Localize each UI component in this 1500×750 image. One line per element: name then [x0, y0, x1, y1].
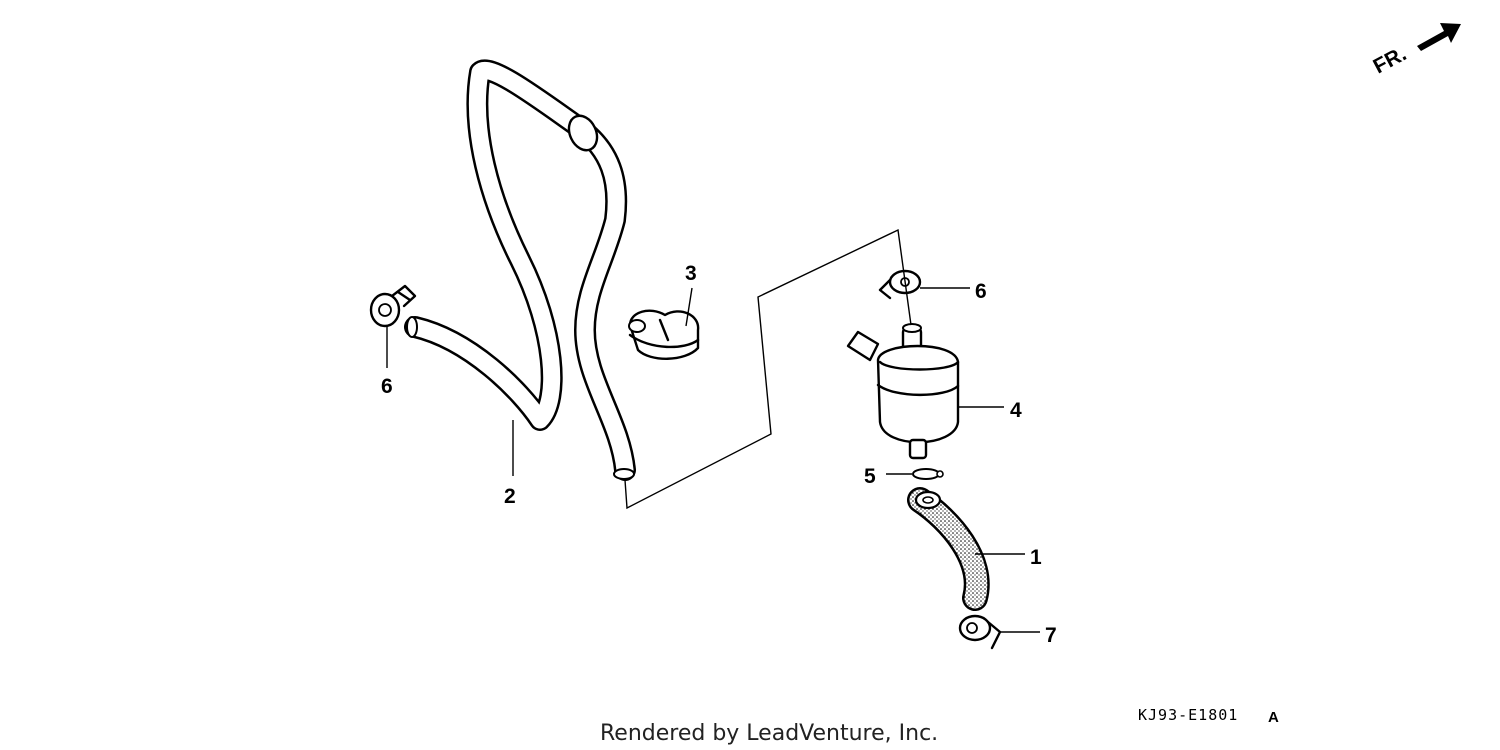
render-credit: Rendered by LeadVenture, Inc. — [600, 721, 938, 746]
long-fuel-hose — [404, 59, 636, 481]
hose-clip-top — [878, 269, 922, 300]
drawing-code-suffix: A — [1268, 709, 1279, 726]
callout-7: 7 — [1045, 624, 1057, 647]
callout-3: 3 — [685, 262, 697, 285]
callout-4: 4 — [1010, 399, 1022, 422]
leader-lines — [386, 287, 1040, 633]
drawing-code: KJ93-E1801 — [1138, 706, 1238, 724]
callout-5: 5 — [864, 465, 876, 488]
fuel-filter — [846, 323, 960, 460]
front-direction-label: FR. — [1370, 42, 1411, 78]
assembly-guide-line — [624, 228, 912, 510]
callout-6-left: 6 — [381, 375, 393, 398]
callout-1: 1 — [1030, 546, 1042, 569]
callout-6-top: 6 — [975, 280, 987, 303]
short-fuel-hose — [907, 487, 990, 611]
hose-clip-left — [369, 284, 417, 328]
front-direction-arrow-icon — [1417, 23, 1461, 51]
clamp-band — [912, 468, 944, 480]
hose-holder — [628, 309, 700, 360]
callout-2: 2 — [504, 485, 516, 508]
hose-clip-bottom — [958, 614, 1002, 650]
